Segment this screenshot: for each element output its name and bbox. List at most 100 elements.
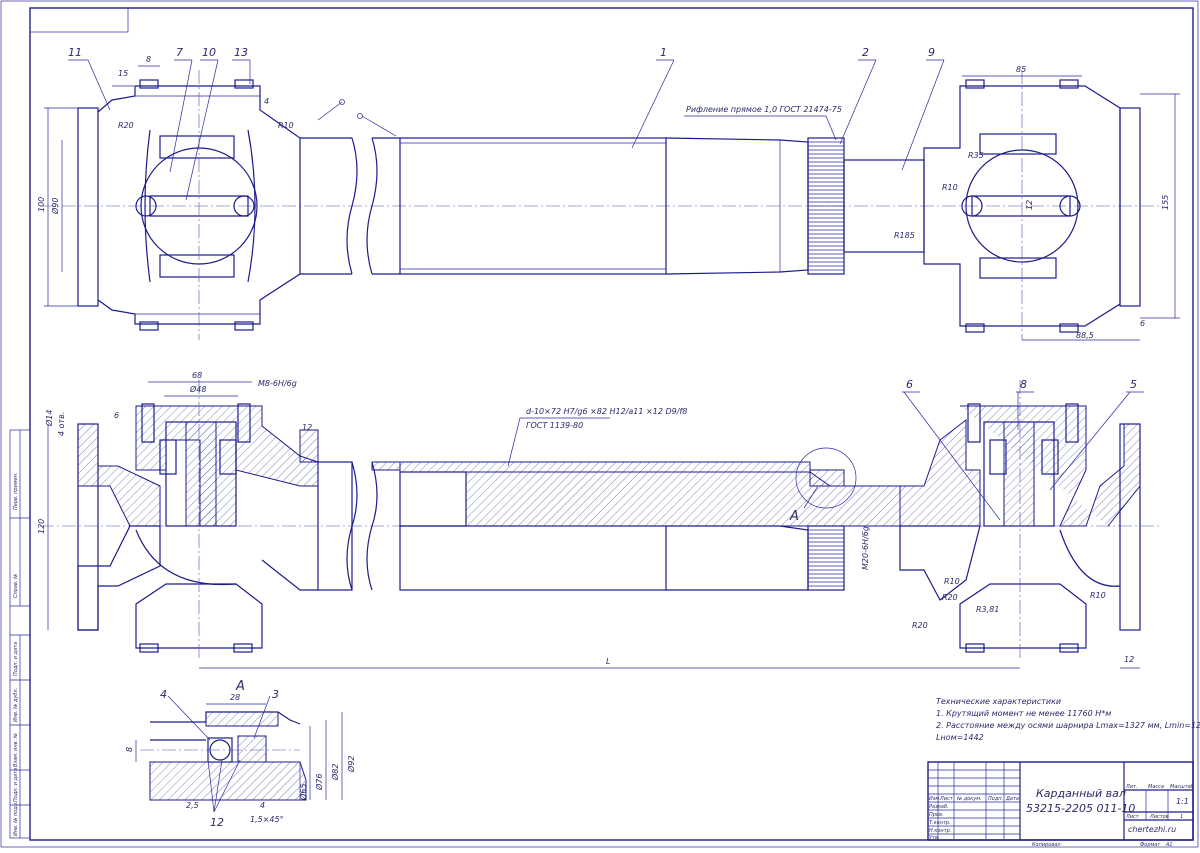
- tb-prov: Пров.: [929, 812, 944, 818]
- dim-6: 6: [1140, 319, 1145, 328]
- stamp-4: Взам. инв. №: [13, 733, 19, 767]
- dim-r10: R10: [278, 121, 294, 130]
- spline-gost: ГОСТ 1139-80: [526, 421, 583, 430]
- dim-r20b: R20: [942, 593, 958, 602]
- dim-r185: R185: [894, 231, 915, 240]
- drawing-designation: 53215-2205 011-10: [1026, 802, 1135, 815]
- corner-stamp: [29, 7, 129, 33]
- dim-chamfer: 1,5×45°: [250, 815, 284, 824]
- tb-date: Дата: [1005, 796, 1019, 802]
- dim-28: 28: [230, 693, 240, 702]
- tb-utv: Утв.: [929, 835, 940, 841]
- drawing-title: Карданный вал: [1036, 787, 1126, 800]
- dim-r35: R35: [968, 151, 984, 160]
- stamp-2: Подп. и дата: [13, 642, 19, 676]
- dim-100: 100: [37, 197, 46, 212]
- dim-120: 120: [37, 519, 46, 534]
- spline-note: d-10×72 H7/g6 ×82 H12/a11 ×12 D9/f8: [526, 407, 687, 416]
- tb-razrab: Разраб.: [929, 804, 949, 810]
- section-a-mark: А: [789, 509, 799, 524]
- stamp-6: Инв. № подл.: [13, 802, 19, 837]
- tb-mass-label: Масса: [1148, 784, 1164, 790]
- top-view: [40, 70, 1160, 340]
- dim-155: 155: [1161, 195, 1170, 210]
- callout-3: 3: [272, 688, 279, 701]
- dim-r20: R20: [118, 121, 134, 130]
- tb-tkontr: Т.контр.: [929, 820, 951, 826]
- dim-d14: Ø14: [44, 410, 54, 427]
- top-dimensions: 100 Ø90 15 8 4 R20 R10 85 R35 R10 12 R18…: [37, 55, 1180, 341]
- tech-line-1: 1. Крутящий момент не менее 11760 Н*м: [936, 709, 1111, 718]
- tb-scale-label: Масштаб: [1170, 784, 1194, 790]
- detail-a-title: А: [235, 679, 245, 694]
- dim-r10c: R10: [944, 577, 960, 586]
- callout-11: 11: [68, 46, 82, 59]
- stamp-3: Инв. № дубл.: [13, 688, 19, 722]
- inner-border: [29, 7, 1194, 841]
- dim-r20c: R20: [912, 621, 928, 630]
- dim-12b: 12: [1124, 655, 1134, 664]
- dim-4b: 4: [260, 801, 265, 810]
- watermark: chertezhi.ru: [1128, 825, 1176, 834]
- dim-d65: Ø65: [298, 784, 308, 801]
- tb-list: Лист: [939, 796, 954, 802]
- dim-d48: Ø48: [189, 384, 206, 394]
- tb-sign: Подп.: [988, 796, 1003, 802]
- callout-6: 6: [906, 378, 913, 391]
- dim-15: 15: [118, 69, 128, 78]
- dim-d76: Ø76: [314, 774, 324, 791]
- stamp-0: Перв. примен.: [13, 472, 19, 510]
- dim-6b: 6: [114, 411, 119, 420]
- tech-line-3: Lном=1442: [936, 733, 984, 742]
- dim-88-5: 88,5: [1076, 331, 1094, 340]
- dim-d82: Ø82: [330, 764, 340, 781]
- dim-12: 12: [1025, 200, 1034, 210]
- callout-9: 9: [928, 46, 935, 59]
- dim-4: 4: [264, 97, 269, 106]
- section-view: [40, 380, 1160, 660]
- dim-d92: Ø92: [346, 756, 356, 773]
- thread-m20: М20-6Н/6g: [861, 526, 870, 570]
- side-stamps: Перв. примен. Справ. № Подп. и дата Инв.…: [9, 429, 31, 839]
- dim-8: 8: [146, 55, 151, 64]
- dim-r3-81: R3,81: [976, 605, 999, 614]
- dim-8b: 8: [125, 747, 134, 752]
- tb-copied: Копировал: [1032, 842, 1061, 848]
- tb-lit-label: Лит.: [1125, 784, 1138, 790]
- tb-format-label: Формат: [1140, 842, 1161, 848]
- callout-2: 2: [862, 46, 869, 59]
- callout-7: 7: [176, 46, 183, 59]
- callout-5: 5: [1130, 378, 1137, 391]
- callout-10: 10: [202, 46, 216, 59]
- callout-13: 13: [234, 46, 248, 59]
- dim-r10d: R10: [1090, 591, 1106, 600]
- dim-85: 85: [1016, 65, 1026, 74]
- tb-scale: 1:1: [1176, 797, 1189, 806]
- tb-izm: Изм.: [929, 796, 941, 802]
- title-block: Изм. Лист № докум. Подп. Дата Разраб. Пр…: [927, 761, 1194, 848]
- dim-68: 68: [192, 371, 202, 380]
- tech-line-2: 2. Расстояние между осями шарнира Lmax=1…: [936, 721, 1200, 730]
- stamp-5: Подп. и дата: [13, 768, 19, 802]
- tech-requirements: Технические характеристики 1. Крутящий м…: [936, 697, 1200, 742]
- thread-m8: М8-6Н/6g: [258, 379, 297, 388]
- section-dimensions: 68 Ø48 М8-6Н/6g 6 Ø14 4 отв. 12 120 R10 …: [37, 371, 1140, 669]
- callouts: 11 7 10 13 1 2 9 6 8 5: [68, 46, 1144, 521]
- callout-4: 4: [160, 688, 167, 701]
- tb-nkontr: Н.контр.: [929, 828, 951, 834]
- knurl-note: Рифление прямое 1,0 ГОСТ 21474-75: [686, 105, 842, 114]
- dim-2-5: 2,5: [186, 801, 199, 810]
- callout-8: 8: [1020, 378, 1027, 391]
- dim-r10b: R10: [942, 183, 958, 192]
- stamp-1: Справ. №: [13, 574, 19, 598]
- dim-12a: 12: [302, 423, 312, 432]
- tb-sheet-label: Лист: [1125, 814, 1140, 820]
- tb-sheets-count: 1: [1180, 814, 1183, 820]
- detail-a: А 28 8 2,5 4 1,5×45° Ø65 Ø76 Ø82 Ø92 4 3…: [125, 679, 356, 829]
- tb-sheets-label: Листов: [1149, 814, 1169, 820]
- tech-heading: Технические характеристики: [936, 697, 1061, 706]
- tb-format: А1: [1165, 842, 1173, 848]
